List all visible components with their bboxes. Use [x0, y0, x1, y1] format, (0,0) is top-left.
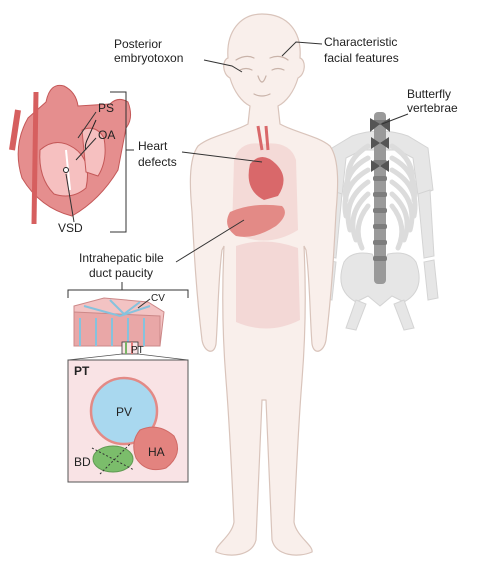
bile-label-line1: Intrahepatic bile: [79, 251, 164, 265]
bile-label-line2: duct paucity: [89, 266, 153, 280]
butterfly-vertebrae-leader: [381, 113, 409, 125]
heart-inset: [9, 84, 132, 225]
right-femur: [393, 299, 415, 331]
heart-defects-leader: [181, 151, 263, 163]
shoulder-girdle: [326, 130, 434, 197]
ps-label: PS: [98, 101, 114, 115]
cv-pointer: [137, 298, 151, 309]
facial-features-leader: [281, 41, 323, 57]
portal-triad-inset: [67, 359, 189, 483]
butterfly-label-line1: Butterfly: [407, 87, 451, 101]
heart-label-line1: Heart: [138, 139, 168, 153]
face: [235, 55, 289, 97]
heart: [248, 157, 284, 200]
vsd-label: VSD: [58, 221, 83, 235]
liver: [227, 204, 285, 237]
liver-lobule-block: [73, 297, 165, 355]
posterior-embryotoxon-leader: [203, 59, 243, 73]
right-humerus: [417, 189, 435, 259]
bile-duct-leader: [175, 219, 245, 263]
zoom-lines: [67, 353, 189, 361]
left-femur: [345, 299, 367, 331]
left-brow: [235, 55, 255, 61]
pt-small-label: PT: [131, 345, 144, 356]
pt-title: PT: [74, 364, 90, 378]
portal-vein: [89, 376, 159, 446]
left-eye: [239, 67, 253, 71]
bile-duct-bracket: [67, 282, 189, 298]
bile-duct: [92, 445, 134, 473]
posterior-label-line1: Posterior: [114, 37, 162, 51]
facial-label-line2: facial features: [324, 51, 399, 65]
pv-label: PV: [116, 405, 132, 419]
heart-label-line2: defects: [138, 155, 177, 169]
ha-label: HA: [148, 445, 165, 459]
oa-label: OA: [98, 128, 115, 142]
organs: [227, 125, 300, 329]
nose: [257, 75, 267, 83]
mouth: [253, 93, 271, 97]
hepatic-artery: [133, 426, 179, 471]
right-eye: [271, 67, 285, 71]
rib-cage: [342, 143, 418, 251]
leader-lines: [175, 41, 409, 263]
posterior-label-line2: embryotoxon: [114, 51, 183, 65]
absent-bile-duct-mark: [91, 443, 135, 475]
heart-inset-pointers: [65, 91, 134, 233]
bd-label: BD: [74, 455, 91, 469]
butterfly-label-line2: vertebrae: [407, 101, 458, 115]
right-forearm: [423, 259, 439, 301]
right-brow: [269, 55, 289, 61]
cv-label: CV: [151, 293, 165, 304]
facial-label-line1: Characteristic: [324, 35, 397, 49]
intestines: [236, 241, 300, 329]
